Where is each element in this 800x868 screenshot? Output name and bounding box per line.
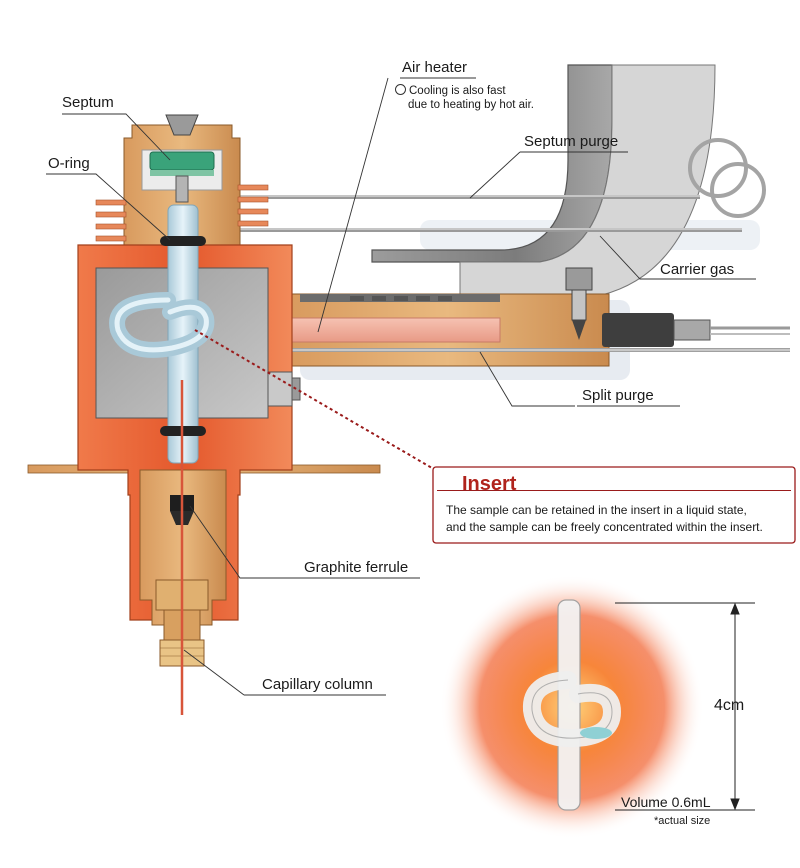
label-air-heater: Air heater: [402, 59, 468, 76]
label-septum: Septum: [62, 94, 114, 111]
label-split-purge: Split purge: [582, 387, 654, 404]
label-capillary-column: Capillary column: [262, 676, 373, 693]
insert-description-line: and the sample can be freely concentrate…: [446, 520, 763, 535]
septum: [149, 151, 215, 171]
cooling-fins: [95, 184, 269, 242]
insert-actual-size: [522, 599, 622, 811]
insert-connector: [194, 329, 433, 469]
label-graphite-ferrule: Graphite ferrule: [304, 559, 409, 576]
label-underlines: [260, 151, 756, 696]
air-heater-note: Cooling is also fast due to heating by h…: [395, 84, 534, 113]
insert-description: The sample can be retained in the insert…: [446, 502, 763, 537]
label-o-ring: O-ring: [48, 155, 90, 172]
label-actual-size: *actual size: [654, 815, 711, 827]
insert-description-line: The sample can be retained in the insert…: [446, 503, 747, 517]
label-height: 4cm: [714, 697, 745, 714]
glass-insert: [109, 204, 215, 464]
carrier-fitting: [565, 267, 790, 347]
gas-lines: [192, 138, 766, 232]
dimension-line: [615, 602, 755, 811]
label-carrier-gas: Carrier gas: [660, 261, 735, 278]
label-septum-purge: Septum purge: [524, 133, 619, 150]
label-volume: Volume 0.6mL: [621, 794, 711, 810]
insert-callout-box: [432, 466, 796, 544]
insert-title: Insert: [462, 473, 517, 495]
circle-bullet-icon: [395, 84, 406, 95]
